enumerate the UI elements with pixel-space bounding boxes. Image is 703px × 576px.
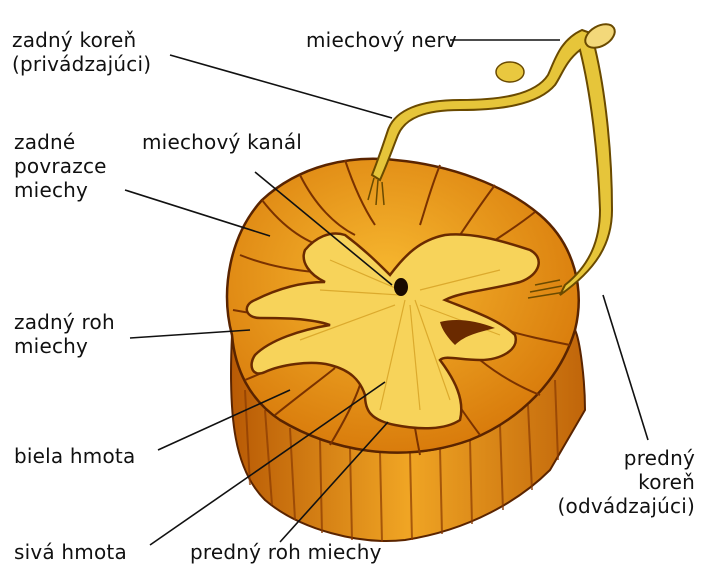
label-predny-koren: predný koreň (odvádzajúci) [558, 446, 695, 518]
label-miechovy-kanal: miechový kanál [142, 130, 302, 154]
spinal-ganglion [496, 62, 524, 82]
label-predny-roh: predný roh miechy [190, 540, 382, 564]
label-zadny-koren: zadný koreň (privádzajúci) [12, 28, 151, 76]
label-miechovy-nerv: miechový nerv [306, 28, 457, 52]
label-zadne-povrazce: zadné povrazce miechy [14, 130, 107, 202]
label-zadny-roh: zadný roh miechy [14, 310, 115, 358]
label-biela-hmota: biela hmota [14, 444, 135, 468]
central-canal [394, 278, 408, 296]
label-siva-hmota: sivá hmota [14, 540, 127, 564]
